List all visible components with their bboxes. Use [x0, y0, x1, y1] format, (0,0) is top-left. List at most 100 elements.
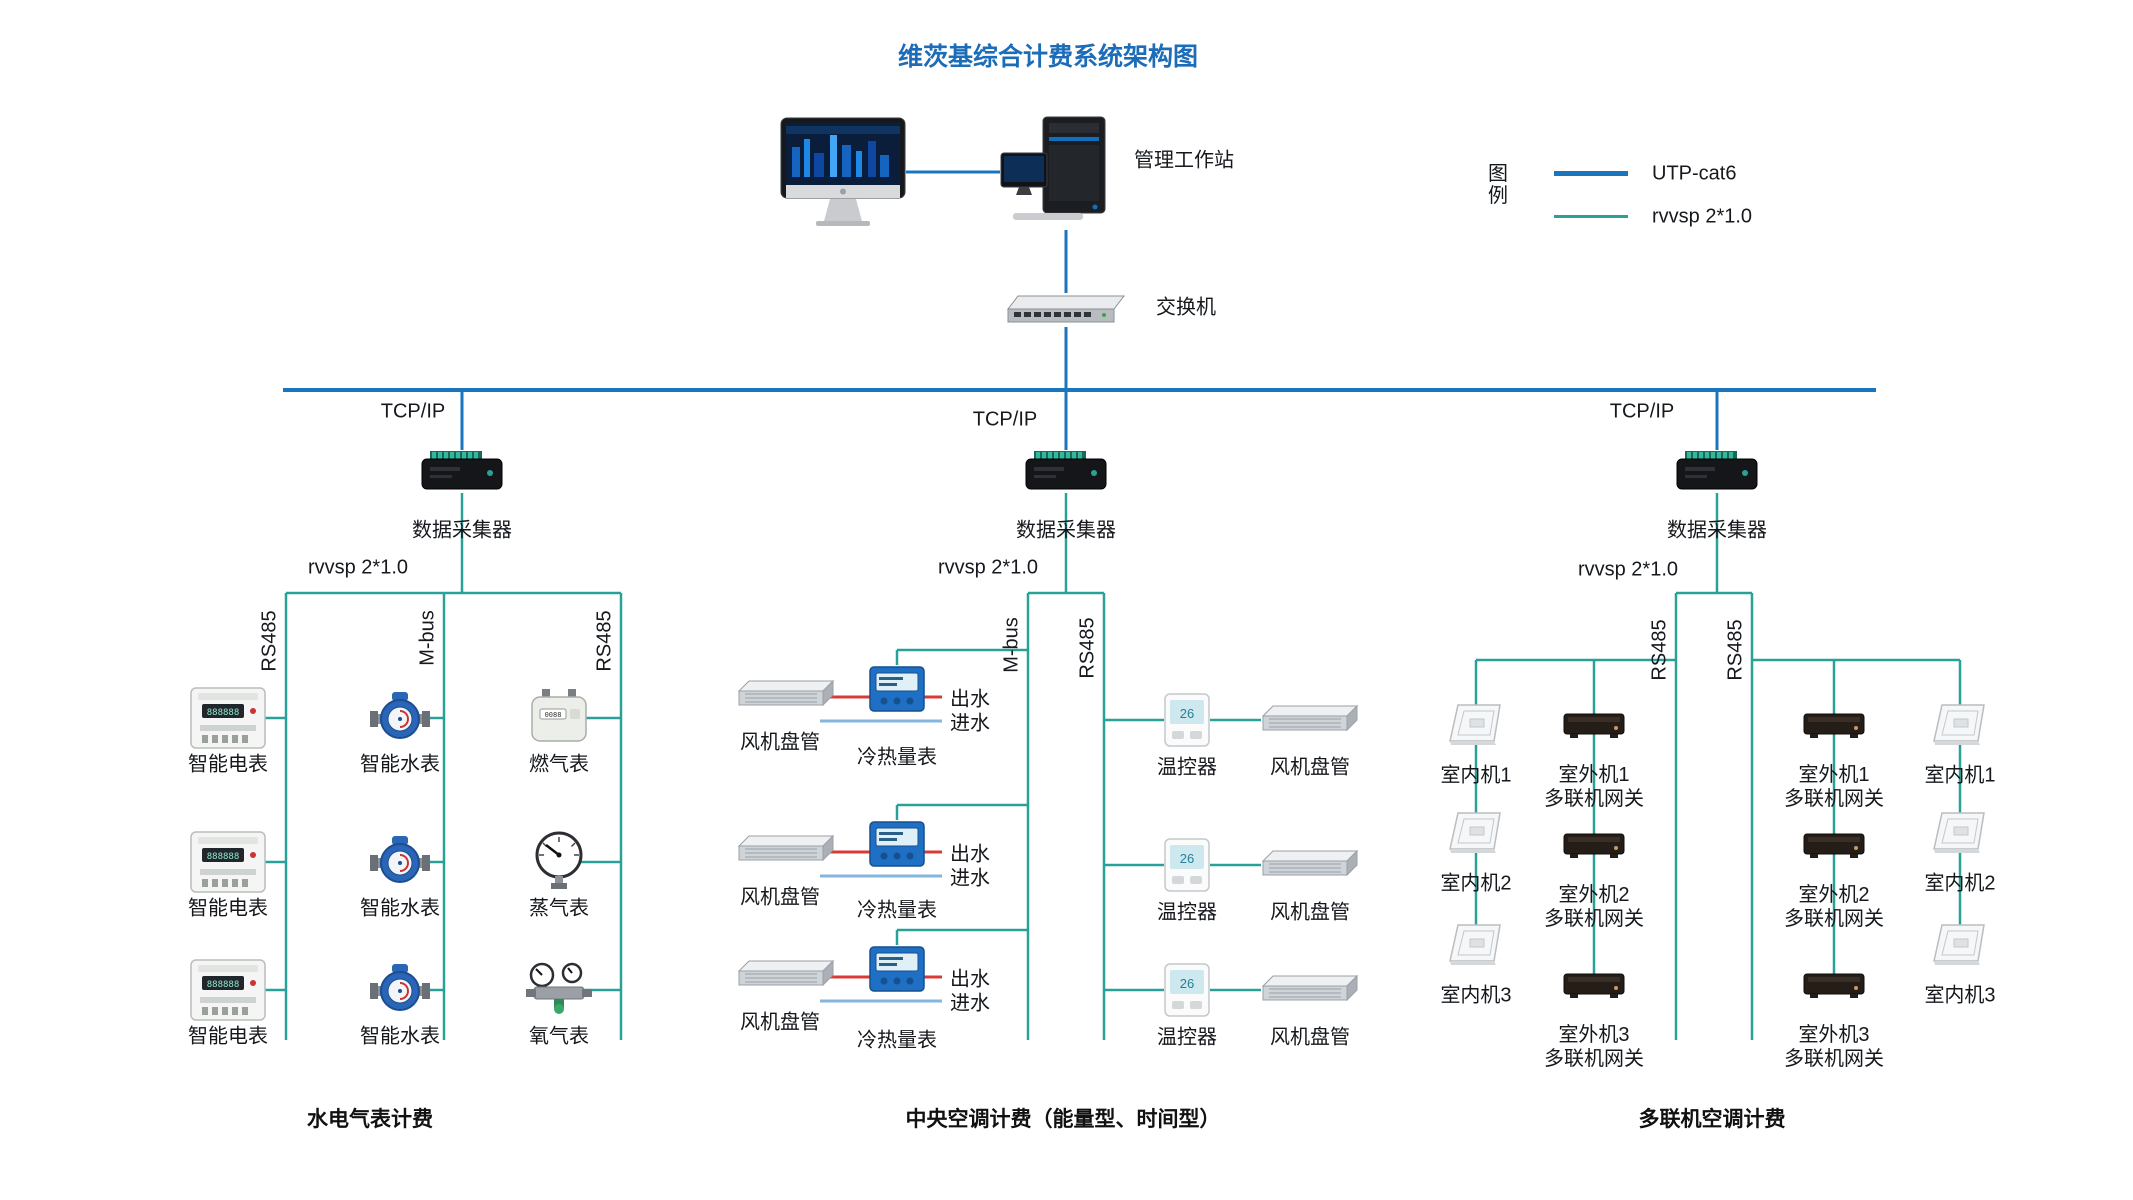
gateway-line: 多联机网关	[1784, 1048, 1884, 1070]
heat-meter-label: 冷热量表	[857, 1029, 937, 1052]
rvvsp-label-right: rvvsp 2*1.0	[1577, 558, 1679, 581]
heat-meter-icon	[868, 945, 926, 993]
thermostat-icon	[1164, 693, 1210, 747]
outdoor-gateway-icon	[1562, 830, 1626, 860]
rvvsp-label-left: rvvsp 2*1.0	[307, 556, 409, 579]
bus-label-mbus: M-bus	[416, 610, 439, 666]
rvvsp-label-middle: rvvsp 2*1.0	[937, 556, 1039, 579]
gateway-line: 多联机网关	[1544, 788, 1644, 810]
bus-label-rs485: RS485	[593, 610, 616, 672]
outdoor-gateway-label: 室外机3 多联机网关	[1784, 1023, 1884, 1071]
outdoor-gateway-icon	[1802, 710, 1866, 740]
indoor-unit-icon	[1448, 921, 1504, 969]
inlet-label: 进水	[950, 712, 990, 735]
outlet-label: 出水	[950, 688, 990, 711]
workstation-pc-icon	[999, 115, 1119, 233]
indoor-unit-icon	[1448, 701, 1504, 749]
workstation-label: 管理工作站	[1134, 149, 1234, 172]
outdoor-gateway-icon	[1562, 710, 1626, 740]
indoor-unit-icon	[1932, 809, 1988, 857]
outdoor-unit-line: 室外机3	[1558, 1024, 1630, 1046]
gas-meter-icon	[528, 687, 590, 745]
outdoor-gateway-icon	[1802, 970, 1866, 1000]
rvvsp-lines-middle	[895, 493, 1261, 1040]
thermostat-label: 温控器	[1157, 901, 1217, 924]
page-title: 维茨基综合计费系统架构图	[897, 43, 1199, 71]
bus-label-rs485: RS485	[1648, 619, 1671, 681]
outdoor-unit-line: 室外机1	[1558, 764, 1630, 786]
inlet-label: 进水	[950, 867, 990, 890]
legend-title: 图例	[1488, 163, 1508, 207]
switch-label: 交换机	[1156, 296, 1216, 319]
legend-rvvsp-label: rvvsp 2*1.0	[1652, 205, 1753, 228]
fan-coil-label: 风机盘管	[740, 731, 820, 754]
utp-lines	[283, 170, 1876, 450]
gas-meter-label: 燃气表	[529, 753, 589, 776]
bus-label-rs485: RS485	[1076, 617, 1099, 679]
fan-coil-label: 风机盘管	[1270, 756, 1350, 779]
indoor-unit-label: 室内机2	[1924, 872, 1996, 895]
collector-label-left: 数据采集器	[412, 519, 512, 542]
outdoor-gateway-label: 室外机2 多联机网关	[1544, 883, 1644, 931]
water-meter-icon	[370, 834, 430, 890]
collector-label-right: 数据采集器	[1667, 519, 1767, 542]
electric-meter-icon	[190, 687, 266, 749]
fan-coil-icon	[737, 834, 835, 866]
legend-rvvsp-line	[1554, 215, 1628, 218]
legend-utp-line	[1554, 171, 1628, 176]
tcpip-label-middle: TCP/IP	[972, 408, 1038, 431]
oxygen-meter-icon	[526, 961, 592, 1015]
imac-monitor-icon	[780, 117, 906, 235]
bus-label-mbus: M-bus	[1000, 617, 1023, 673]
steam-gauge-label: 蒸气表	[529, 897, 589, 920]
oxygen-meter-label: 氧气表	[529, 1025, 589, 1048]
outlet-label: 出水	[950, 968, 990, 991]
fan-coil-label: 风机盘管	[740, 886, 820, 909]
outdoor-gateway-icon	[1562, 970, 1626, 1000]
water-meter-label: 智能水表	[360, 1025, 440, 1048]
indoor-unit-label: 室内机1	[1924, 764, 1996, 787]
thermostat-icon	[1164, 963, 1210, 1017]
outdoor-unit-line: 室外机3	[1798, 1024, 1870, 1046]
electric-meter-label: 智能电表	[188, 753, 268, 776]
data-collector-icon-middle	[1020, 447, 1112, 493]
outdoor-unit-line: 室外机2	[1798, 884, 1870, 906]
water-meter-label: 智能水表	[360, 897, 440, 920]
outdoor-gateway-label: 室外机1 多联机网关	[1544, 763, 1644, 811]
heat-meter-icon	[868, 820, 926, 868]
water-meter-icon	[370, 690, 430, 746]
left-section-footer: 水电气表计费	[307, 1108, 433, 1131]
outdoor-gateway-icon	[1802, 830, 1866, 860]
thermostat-label: 温控器	[1157, 756, 1217, 779]
collector-label-middle: 数据采集器	[1016, 519, 1116, 542]
fan-coil-icon	[1261, 849, 1359, 881]
outdoor-gateway-label: 室外机3 多联机网关	[1544, 1023, 1644, 1071]
indoor-unit-icon	[1932, 701, 1988, 749]
water-meter-label: 智能水表	[360, 753, 440, 776]
tcpip-label-left: TCP/IP	[380, 400, 446, 423]
electric-meter-icon	[190, 959, 266, 1021]
thermostat-icon	[1164, 838, 1210, 892]
legend-utp-label: UTP-cat6	[1652, 162, 1737, 185]
outdoor-unit-line: 室外机1	[1798, 764, 1870, 786]
fan-coil-label: 风机盘管	[1270, 1026, 1350, 1049]
middle-section-footer: 中央空调计费（能量型、时间型）	[905, 1108, 1221, 1131]
heat-meter-label: 冷热量表	[857, 899, 937, 922]
indoor-unit-label: 室内机2	[1440, 872, 1512, 895]
gateway-line: 多联机网关	[1784, 908, 1884, 930]
heat-meter-icon	[868, 665, 926, 713]
electric-meter-label: 智能电表	[188, 897, 268, 920]
steam-gauge-icon	[531, 829, 587, 891]
bus-label-rs485: RS485	[1724, 619, 1747, 681]
outdoor-unit-line: 室外机2	[1558, 884, 1630, 906]
data-collector-icon-right	[1671, 447, 1763, 493]
fan-coil-label: 风机盘管	[1270, 901, 1350, 924]
inlet-label: 进水	[950, 992, 990, 1015]
heat-meter-label: 冷热量表	[857, 746, 937, 769]
fan-coil-icon	[1261, 704, 1359, 736]
fan-coil-label: 风机盘管	[740, 1011, 820, 1034]
indoor-unit-label: 室内机3	[1924, 984, 1996, 1007]
outlet-label: 出水	[950, 843, 990, 866]
indoor-unit-icon	[1932, 921, 1988, 969]
